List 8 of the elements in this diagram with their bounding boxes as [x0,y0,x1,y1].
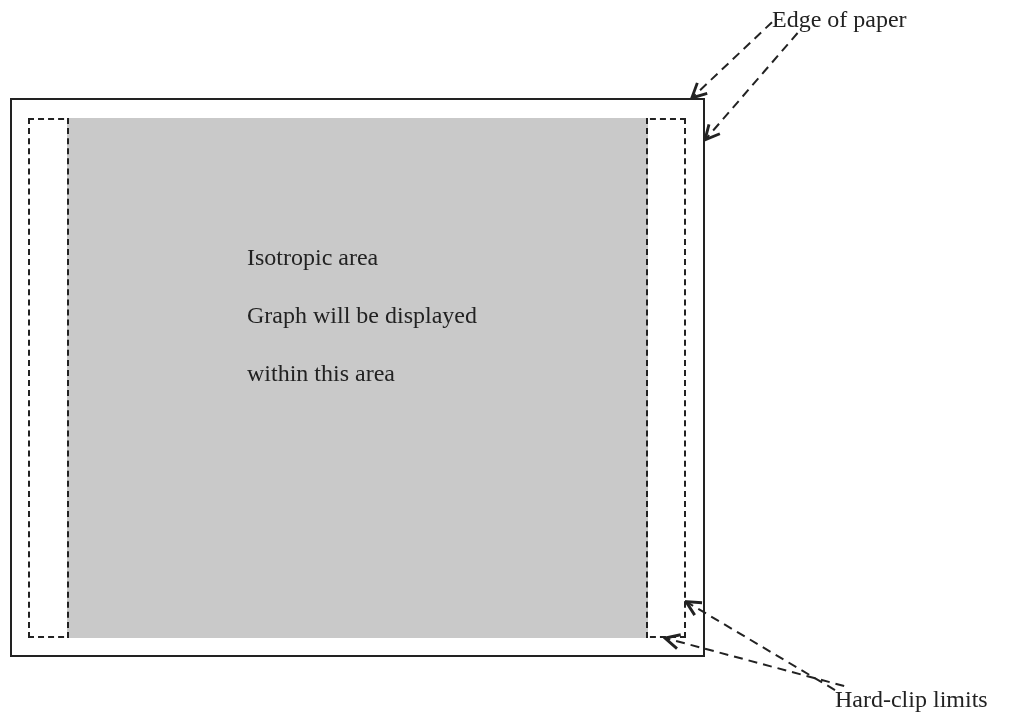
leader-arrow [703,32,799,142]
callout-label: Edge of paper [772,6,907,33]
callout-label: Hard-clip limits [835,686,988,713]
leader-arrow [684,600,836,692]
leader-arrow [663,633,846,687]
area-title: Isotropic area [247,243,380,272]
area-description: Graph will be displayed within this area [247,301,478,388]
leader-arrow [690,21,773,100]
